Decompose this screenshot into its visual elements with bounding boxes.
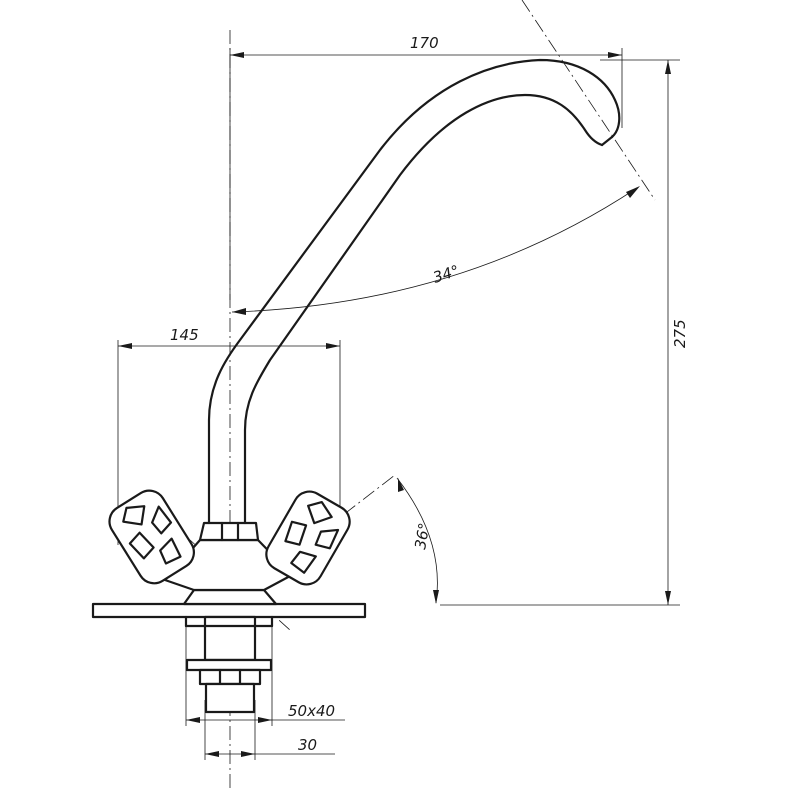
fitting-nut <box>198 668 262 686</box>
right-handle-facet-1 <box>307 500 333 525</box>
spout-axis-line <box>521 0 656 201</box>
faucet-outline <box>91 58 621 714</box>
right-handle <box>265 490 351 586</box>
right-handle-facet-2 <box>314 528 340 550</box>
label-total-height: 275 <box>671 319 689 348</box>
spout-outer-edge <box>207 58 621 525</box>
arrow-30-left <box>205 751 219 757</box>
arc-36 <box>396 477 438 604</box>
arrow-50x40-right <box>258 717 272 723</box>
fitting-flange <box>185 658 273 672</box>
label-handle-angle: 36° <box>411 521 433 550</box>
shank <box>203 615 257 662</box>
arrow-36-bottom <box>433 590 439 604</box>
arrow-145-left <box>118 343 132 349</box>
arrow-36-top <box>398 478 404 492</box>
label-fitting-size: 50x40 <box>288 702 335 720</box>
label-handle-span: 145 <box>170 326 199 344</box>
label-spout-angle: 34° <box>431 261 462 286</box>
dimension-lines <box>117 48 680 760</box>
arrow-275-bottom <box>665 591 671 605</box>
label-spout-reach: 170 <box>410 34 439 52</box>
arrow-170-left <box>230 52 244 58</box>
mounting-plate <box>91 602 367 619</box>
left-handle-facet-3 <box>128 531 155 560</box>
left-handle-facet-2 <box>151 505 173 535</box>
spout-inner-edge <box>243 93 604 525</box>
right-handle-facet-4 <box>290 550 317 574</box>
arrow-30-right <box>241 751 255 757</box>
swivel-nut <box>198 521 260 542</box>
dimension-labels: 170 275 145 34° 36° 50x40 30 <box>170 34 689 754</box>
arrow-170-right <box>608 52 622 58</box>
label-shank-diameter: 30 <box>298 736 317 754</box>
arc-34 <box>231 187 638 313</box>
arrow-34-left <box>232 308 246 315</box>
left-handle <box>108 489 195 585</box>
arrow-275-top <box>665 60 671 74</box>
left-handle-facet-1 <box>122 505 146 526</box>
fitting-tail <box>204 682 256 714</box>
arrow-50x40-left <box>186 717 200 723</box>
spout-tip <box>600 135 614 147</box>
left-handle-facet-4 <box>159 537 182 565</box>
right-handle-facet-3 <box>284 520 308 546</box>
arrow-34-right <box>626 186 640 198</box>
body-base <box>182 588 278 606</box>
arrow-145-right <box>326 343 340 349</box>
